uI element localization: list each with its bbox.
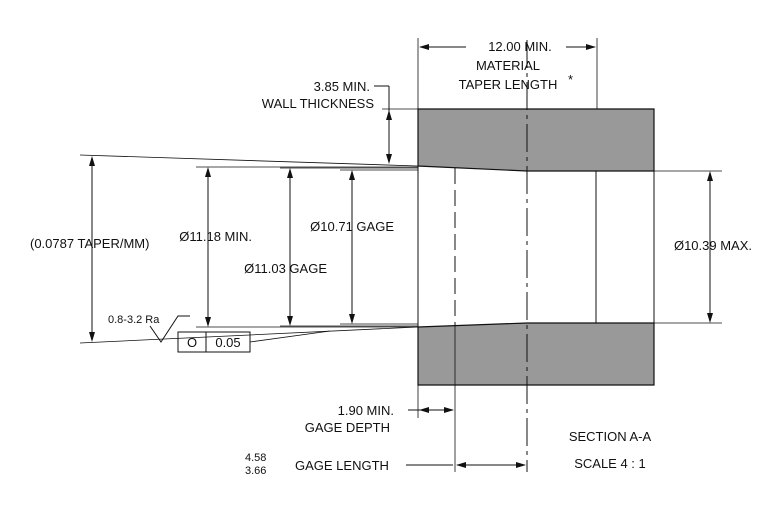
lower-wall-section <box>417 322 655 386</box>
gage-depth-value: 1.90 MIN. <box>338 403 394 418</box>
taper-length-line3: TAPER LENGTH <box>459 77 558 92</box>
taper-extension-lower <box>79 326 419 344</box>
arrow <box>205 167 211 177</box>
arrow <box>89 332 95 342</box>
section-title: SECTION A-A <box>569 429 652 444</box>
tolerance-value: 0.05 <box>215 335 240 350</box>
taper-rate-label: (0.0787 TAPER/MM) <box>30 236 149 251</box>
arrow <box>349 314 355 324</box>
upper-wall-section <box>417 108 655 172</box>
arrow <box>419 44 429 50</box>
arrow <box>386 154 392 164</box>
taper-length-note-mark: * <box>568 72 573 87</box>
tolerance-symbol: O <box>187 335 197 350</box>
wall-thickness-label: WALL THICKNESS <box>262 96 375 111</box>
arrow <box>287 316 293 326</box>
arrow <box>456 462 466 468</box>
arrow <box>707 313 713 323</box>
arrow <box>516 462 526 468</box>
arrow <box>386 110 392 120</box>
taper-length-line2: MATERIAL <box>476 58 540 73</box>
surface-finish-label: 0.8-3.2 Ra <box>108 314 160 326</box>
arrow <box>707 171 713 181</box>
dia-gage-outer-label: Ø11.03 GAGE <box>244 261 327 276</box>
arrow <box>287 168 293 178</box>
arrow <box>444 407 454 413</box>
gage-depth-label: GAGE DEPTH <box>305 420 390 435</box>
gage-length-lower: 3.66 <box>245 465 266 477</box>
dia-max-label: Ø10.39 MAX. <box>674 238 752 253</box>
arrow <box>205 317 211 327</box>
arrow <box>586 44 596 50</box>
gage-length-label: GAGE LENGTH <box>295 458 389 473</box>
section-scale: SCALE 4 : 1 <box>574 456 646 471</box>
wall-thickness-value: 3.85 MIN. <box>314 79 370 94</box>
dia-min-label: Ø11.18 MIN. <box>179 229 252 244</box>
arrow <box>89 156 95 166</box>
dia-gage-inner-label: Ø10.71 GAGE <box>310 219 394 234</box>
arrow <box>349 170 355 180</box>
taper-length-value: 12.00 MIN. <box>488 39 552 54</box>
arrow <box>419 407 429 413</box>
tolerance-frame: O 0.05 <box>177 330 331 353</box>
taper-extension-upper <box>79 154 419 167</box>
gage-length-upper: 4.58 <box>245 452 266 464</box>
surface-finish-icon <box>149 315 190 343</box>
